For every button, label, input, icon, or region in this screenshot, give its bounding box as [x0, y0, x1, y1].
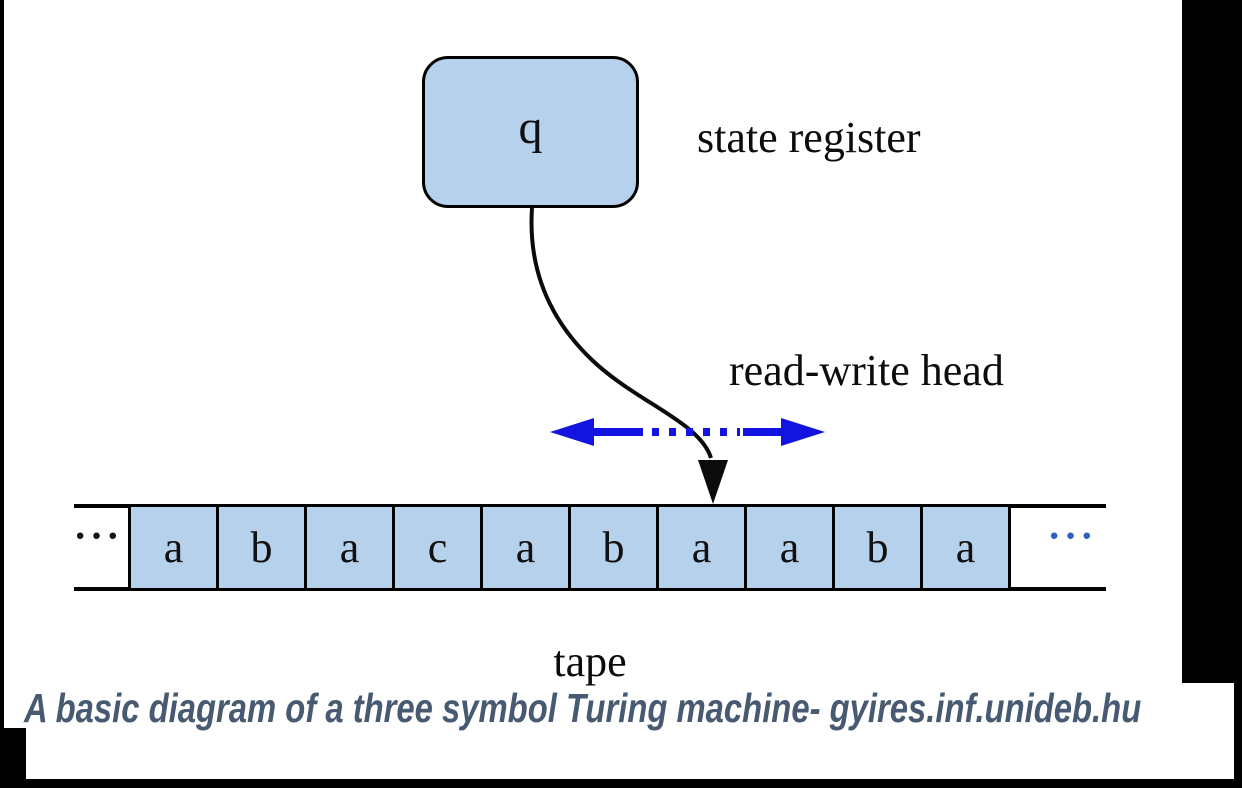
state-label: q [518, 101, 543, 154]
tape-cell: a [304, 504, 395, 591]
read-write-head-caption: read-write head [729, 346, 1004, 395]
frame-right-edge [1234, 683, 1242, 788]
frame-left-edge [0, 0, 4, 788]
tape-cell: c [392, 504, 483, 591]
tape-cell-under-head: a [656, 504, 747, 591]
figure-caption: A basic diagram of a three symbol Turing… [24, 685, 1142, 731]
frame-bottom-bar [0, 779, 1242, 788]
tape: a b a c a b a a b a [128, 504, 1011, 591]
frame-corner-block [0, 728, 26, 788]
frame-right-bar [1182, 0, 1242, 683]
tape-cell: b [832, 504, 923, 591]
tape-cell: a [920, 504, 1011, 591]
read-write-head-arrow-icon [550, 418, 825, 446]
tape-ellipsis-left: ··· [73, 513, 123, 558]
tape-cell: a [128, 504, 219, 591]
tape-ellipsis-right: ··· [1047, 513, 1097, 558]
tape-cell: a [744, 504, 835, 591]
tape-cell: a [480, 504, 571, 591]
state-to-head-curve [529, 207, 713, 459]
state-register-caption: state register [697, 113, 921, 162]
tape-cell: b [216, 504, 307, 591]
tape-cell: b [568, 504, 659, 591]
state-register-box: q [422, 56, 639, 208]
tape-caption: tape [553, 637, 627, 686]
down-arrowhead-icon [698, 460, 728, 504]
